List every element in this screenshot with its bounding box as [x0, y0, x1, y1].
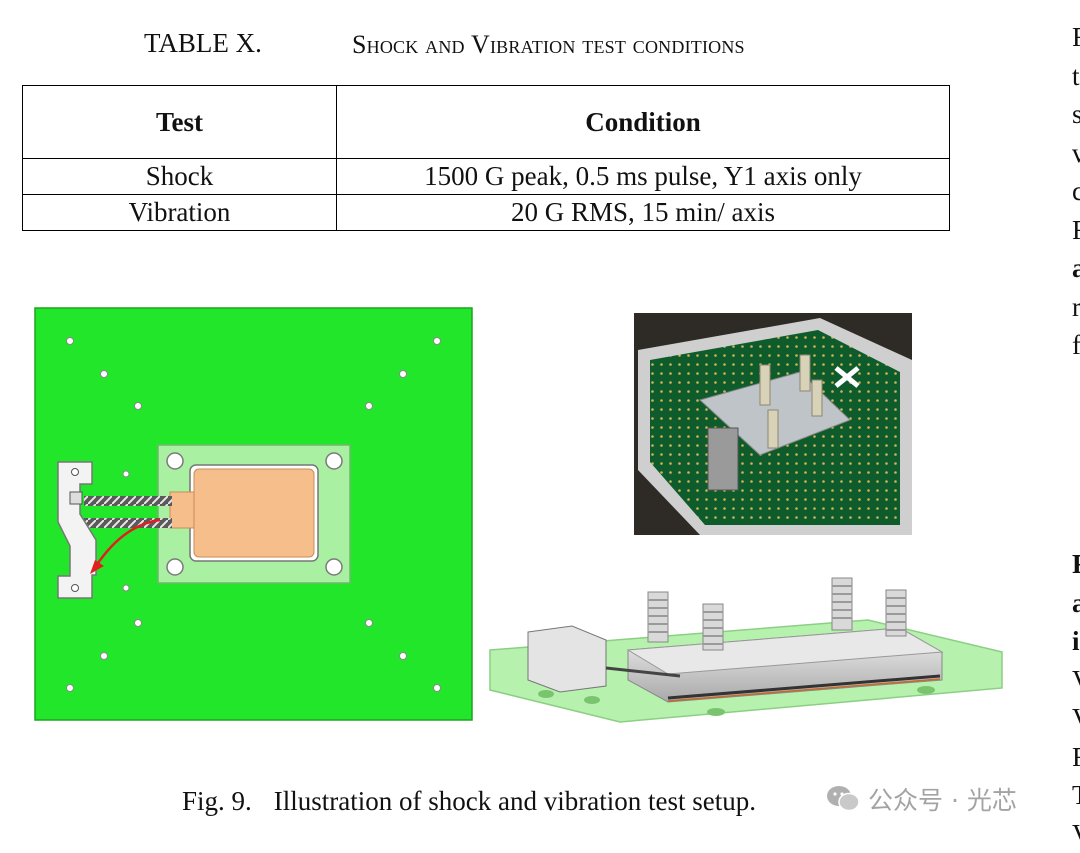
header-condition: Condition	[337, 86, 950, 159]
frag: T	[1072, 776, 1080, 815]
fixture-photo	[634, 313, 912, 535]
module-body	[194, 469, 314, 557]
frag: a	[1072, 584, 1080, 623]
cable	[84, 496, 172, 506]
test-conditions-table: Test Condition Shock 1500 G peak, 0.5 ms…	[22, 85, 950, 231]
cell-test-shock: Shock	[23, 159, 337, 195]
frag: i	[1072, 622, 1080, 661]
figure-caption-text: Illustration of shock and vibration test…	[274, 786, 756, 816]
watermark: 公众号 · 光芯	[826, 780, 1017, 818]
frag: V	[1072, 815, 1080, 853]
frag: r	[1072, 288, 1080, 327]
table-row: Vibration 20 G RMS, 15 min/ axis	[23, 195, 950, 231]
photo-connector	[708, 428, 738, 490]
table-header-row: Test Condition	[23, 86, 950, 159]
frag: F	[1072, 545, 1080, 584]
frag: V	[1072, 661, 1080, 700]
frag: F	[1072, 211, 1080, 250]
frag: v	[1072, 134, 1080, 173]
frag: F	[1072, 18, 1080, 57]
table-number: TABLE X.	[144, 28, 262, 59]
cell-condition-shock: 1500 G peak, 0.5 ms pulse, Y1 axis only	[337, 159, 950, 195]
figure-caption: Fig. 9. Illustration of shock and vibrati…	[182, 786, 756, 817]
connector-bracket	[58, 462, 96, 598]
test-setup-figure	[0, 300, 1040, 760]
watermark-text: 公众号 · 光芯	[868, 781, 1017, 817]
cell-condition-vibration: 20 G RMS, 15 min/ axis	[337, 195, 950, 231]
fixture-3d-render	[490, 578, 1002, 722]
table-title: Shock and Vibration test conditions	[352, 30, 745, 60]
table-caption: TABLE X. Shock and Vibration test condit…	[0, 28, 1000, 68]
cell-test-vibration: Vibration	[23, 195, 337, 231]
right-column-text-top: F t s v c F a r f	[1072, 18, 1080, 365]
right-column-text-bottom: F a i V V F T V	[1072, 545, 1080, 853]
frag: a	[1072, 249, 1080, 288]
chat-bubble-icon	[826, 784, 860, 814]
frag: f	[1072, 326, 1080, 365]
figure-label: Fig. 9.	[182, 786, 252, 816]
frag: c	[1072, 172, 1080, 211]
frag: F	[1072, 738, 1080, 777]
render-connector	[528, 626, 606, 692]
table-row: Shock 1500 G peak, 0.5 ms pulse, Y1 axis…	[23, 159, 950, 195]
frag: V	[1072, 699, 1080, 738]
frag: s	[1072, 95, 1080, 134]
pcb-top-view	[35, 308, 472, 720]
frag: t	[1072, 57, 1080, 96]
header-test: Test	[23, 86, 337, 159]
